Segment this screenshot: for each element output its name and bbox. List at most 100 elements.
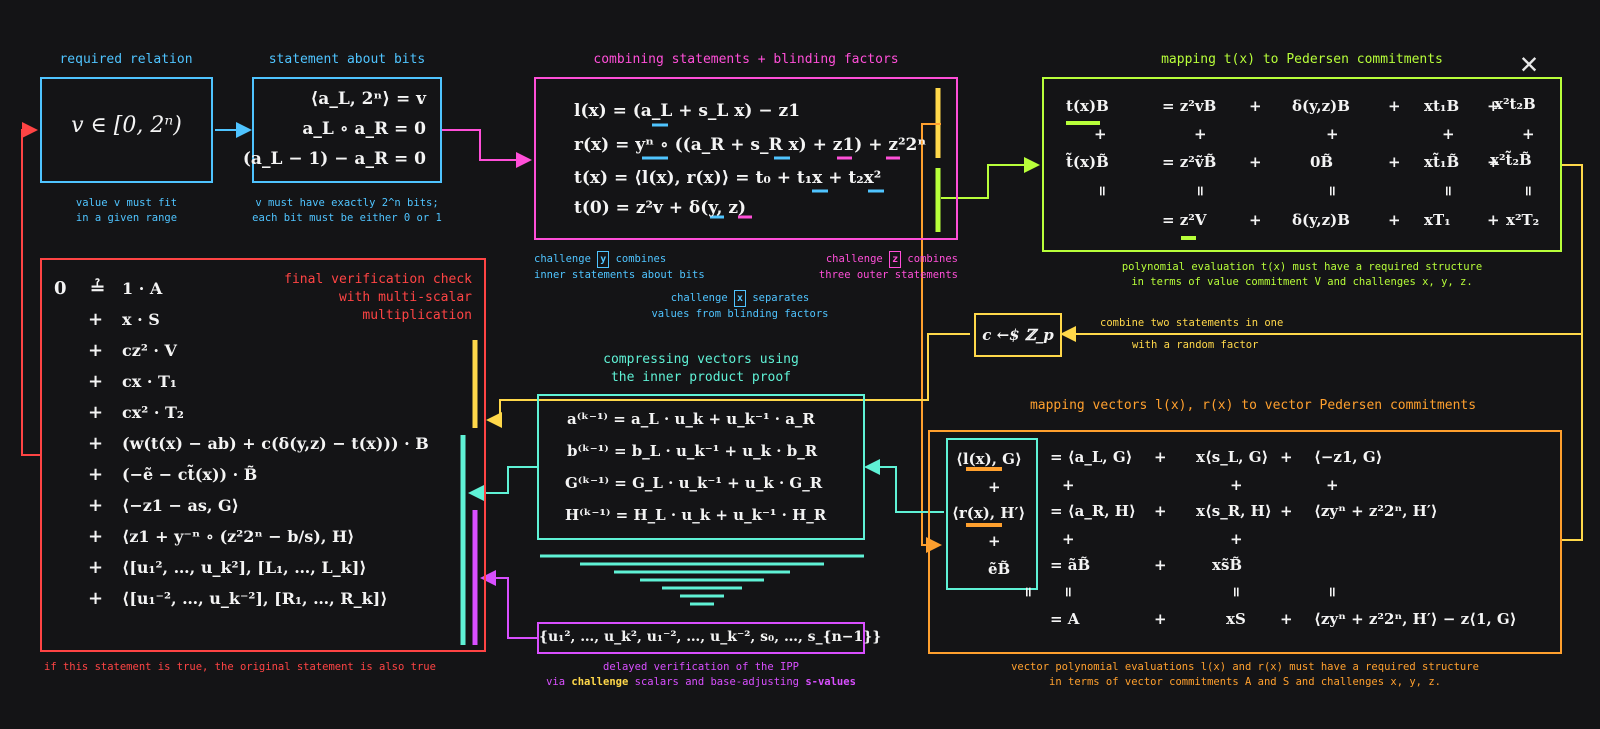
ipp-line-b: b⁽ᵏ⁻¹⁾ = b_L · u_k⁻¹ + u_k · b_R [567, 442, 818, 460]
final-plus-10: + [88, 588, 104, 609]
mt-vplus-1: + [1094, 125, 1107, 143]
close-icon[interactable]: ✕ [1520, 46, 1539, 81]
final-plus-8: + [88, 526, 104, 547]
mt-veq-4: = [1439, 185, 1456, 197]
arrow-mapping-t-to-random [1060, 164, 1583, 342]
final-caption: if this statement is true, the original … [44, 661, 436, 673]
ipp-title-1: compressing vectors using [603, 352, 799, 367]
mv-r3-a: = ãB̃ [1050, 556, 1091, 574]
mt-r1-p3: + [1487, 97, 1500, 115]
final-plus-6: + [88, 464, 104, 485]
mt-r3-d: x²T₂ [1506, 211, 1540, 229]
bits-title: statement about bits [268, 52, 426, 67]
mt-r1-last: x²t₂B [1494, 95, 1536, 113]
mv-r4-p1: + [1154, 610, 1167, 628]
random-factor-formula: c ←$ ℤ_p [982, 326, 1054, 344]
mv-inner-e: ẽB̃ [988, 560, 1011, 578]
mt-r3-p2: + [1388, 211, 1401, 229]
relation-caption-2: in a given range [75, 212, 178, 224]
final-plus-3: + [88, 371, 104, 392]
bits-line-1: ⟨a_L, 2ⁿ⟩ = v [310, 89, 426, 109]
mv-vplus-5: + [1230, 530, 1243, 548]
mt-r1-b: δ(y,z)B [1292, 97, 1350, 115]
mv-veq-3: = [1227, 586, 1244, 598]
mv-r4-a: = A [1050, 610, 1080, 628]
random-caption-1: combine two statements in one [1100, 317, 1284, 329]
combine-line-l: l(x) = (a_L + s_L x) − z1 [574, 101, 801, 121]
combine-box: l(x) = (a_L + s_L x) − z1 r(x) = yⁿ ∘ ((… [534, 77, 958, 240]
mv-r2-p2: + [1280, 502, 1293, 520]
mt-vplus-5: + [1522, 125, 1535, 143]
mt-r3-p1: + [1249, 211, 1262, 229]
mv-r1-a: = ⟨a_L, G⟩ [1050, 448, 1133, 466]
mt-veq-1: = [1093, 185, 1110, 197]
mapping-vector-caption-1: vector polynomial evaluations l(x) and r… [1011, 661, 1479, 673]
final-title-2: with multi-scalar [338, 290, 472, 305]
mv-vplus-3: + [1326, 476, 1339, 494]
mt-r1-p1: + [1249, 97, 1262, 115]
challenge-y-badge: y [597, 251, 610, 268]
mt-r2-a: = z²ṽB̃ [1162, 153, 1217, 171]
mt-r3-c: xT₁ [1424, 211, 1451, 229]
relation-title: required relation [59, 52, 193, 67]
ipp-title-2: the inner product proof [610, 370, 791, 385]
relation-caption-1: value v must fit [75, 197, 178, 209]
mt-r1-p2: + [1388, 97, 1401, 115]
mapping-t-caption-1: polynomial evaluation t(x) must have a r… [1121, 261, 1483, 273]
mt-r1-lhs: t(x)B [1066, 97, 1109, 115]
combine-line-r: r(x) = yⁿ ∘ ((a_R + s_R x) + z1) + z²2ⁿ [574, 135, 927, 155]
mv-r3-b: xs̃B̃ [1212, 556, 1243, 574]
mt-veq-5: = [1519, 185, 1536, 197]
mv-vplus-4: + [1062, 530, 1075, 548]
delayed-formula: {u₁², …, u_k², u₁⁻², …, u_k⁻², s₀, …, s_… [539, 629, 882, 645]
mt-r2-p3: + [1487, 153, 1500, 171]
mv-r2-a: = ⟨a_R, H⟩ [1050, 502, 1136, 520]
final-plus-9: + [88, 557, 104, 578]
final-term-10: ⟨[u₁⁻², …, u_k⁻²], [R₁, …, R_k]⟩ [122, 589, 388, 608]
arrow-combine-to-mapping-vector [921, 123, 942, 553]
mv-r4-b: xS [1226, 610, 1246, 628]
mapping-vector-inner-box: ⟨l(x), G⟩ + ⟨r(x), H′⟩ + ẽB̃ [946, 438, 1038, 590]
random-factor-box: c ←$ ℤ_p [974, 313, 1062, 357]
mv-r1-p1: + [1154, 448, 1167, 466]
mt-r3-b: δ(y,z)B [1292, 211, 1350, 229]
mv-r2-b: x⟨s_R, H⟩ [1196, 502, 1272, 520]
ipp-line-a: a⁽ᵏ⁻¹⁾ = a_L · u_k + u_k⁻¹ · a_R [567, 410, 815, 428]
mapping-t-box: t(x)B = z²vB + δ(y,z)B + xt₁B + x²t₂B + … [1042, 77, 1562, 252]
mt-r2-p1: + [1249, 153, 1262, 171]
mv-r4-c: ⟨zyⁿ + z²2ⁿ, H′⟩ − z⟨1, G⟩ [1314, 610, 1517, 628]
delayed-box: {u₁², …, u_k², u₁⁻², …, u_k⁻², s₀, …, s_… [537, 622, 882, 654]
mv-inner-l: ⟨l(x), G⟩ [956, 450, 1022, 468]
mv-r2-c: ⟨zyⁿ + z²2ⁿ, H′⟩ [1314, 502, 1438, 520]
final-term-3: cx · T₁ [122, 372, 177, 391]
mv-inner-plus-2: + [988, 532, 1001, 550]
challenge-x-badge: x [733, 290, 747, 307]
mt-r3-a: = z²V [1162, 211, 1207, 229]
bits-caption-1: v must have exactly 2^n bits; [255, 197, 439, 209]
mv-vplus-1: + [1062, 476, 1075, 494]
ipp-halving-pyramid [540, 554, 864, 606]
mt-veq-3: = [1323, 185, 1340, 197]
combine-note-z: challenge z combines three outer stateme… [818, 251, 958, 281]
final-plus-4: + [88, 402, 104, 423]
bits-box: ⟨a_L, 2ⁿ⟩ = v a_L ∘ a_R = 0 (a_L − 1) − … [243, 77, 442, 183]
arrow-ipp-to-final [468, 466, 537, 501]
final-box: final verification check with multi-scal… [40, 258, 486, 652]
mv-veq-2: = [1059, 586, 1076, 598]
final-term-9: ⟨[u₁², …, u_k²], [L₁, …, L_k]⟩ [122, 558, 367, 577]
combine-note-y: challenge y combines inner statements ab… [534, 251, 705, 281]
ipp-line-h: H⁽ᵏ⁻¹⁾ = H_L · u_k + u_k⁻¹ · H_R [565, 506, 827, 524]
final-term-2: cz² · V [122, 341, 177, 360]
mt-r1-a: = z²vB [1162, 97, 1217, 115]
final-term-0: 1 · A [122, 279, 163, 298]
mt-r2-lhs: t̃(x)B̃ [1066, 153, 1109, 171]
final-rel: ≟ [90, 278, 106, 299]
final-term-8: ⟨z1 + y⁻ⁿ ∘ (z²2ⁿ − b/s), H⟩ [122, 527, 355, 546]
final-term-5: (w(t(x) − ab) + c(δ(y,z) − t(x))) · B [122, 434, 429, 453]
combine-note-x: challenge x separates values from blindi… [651, 290, 829, 320]
mt-veq-2: = [1191, 185, 1208, 197]
relation-formula: v ∈ [0, 2ⁿ) [71, 113, 182, 138]
final-term-1: x · S [122, 310, 160, 329]
final-plus-2: + [88, 340, 104, 361]
